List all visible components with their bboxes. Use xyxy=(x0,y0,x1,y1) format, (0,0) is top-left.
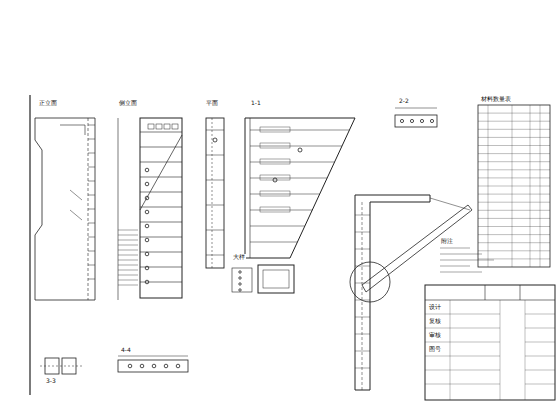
view-label: 1-1 xyxy=(250,100,262,107)
view-label: 3-3 xyxy=(45,378,57,385)
view-label: 材料数量表 xyxy=(480,96,512,103)
view-label: 大样 xyxy=(232,254,246,261)
view-label: 侧立面 xyxy=(118,100,138,107)
view-label: 平面 xyxy=(205,100,219,107)
view-label: 审核 xyxy=(428,332,442,339)
view-label: 设计 xyxy=(428,304,442,311)
view-label: 复核 xyxy=(428,318,442,325)
view-label: 4-4 xyxy=(120,347,132,354)
view-label: 图号 xyxy=(428,346,442,353)
view-label: 正立面 xyxy=(38,100,58,107)
view-label: 附注 xyxy=(440,238,454,245)
view-label: 2-2 xyxy=(398,98,410,105)
bracket-drawing xyxy=(30,95,555,400)
